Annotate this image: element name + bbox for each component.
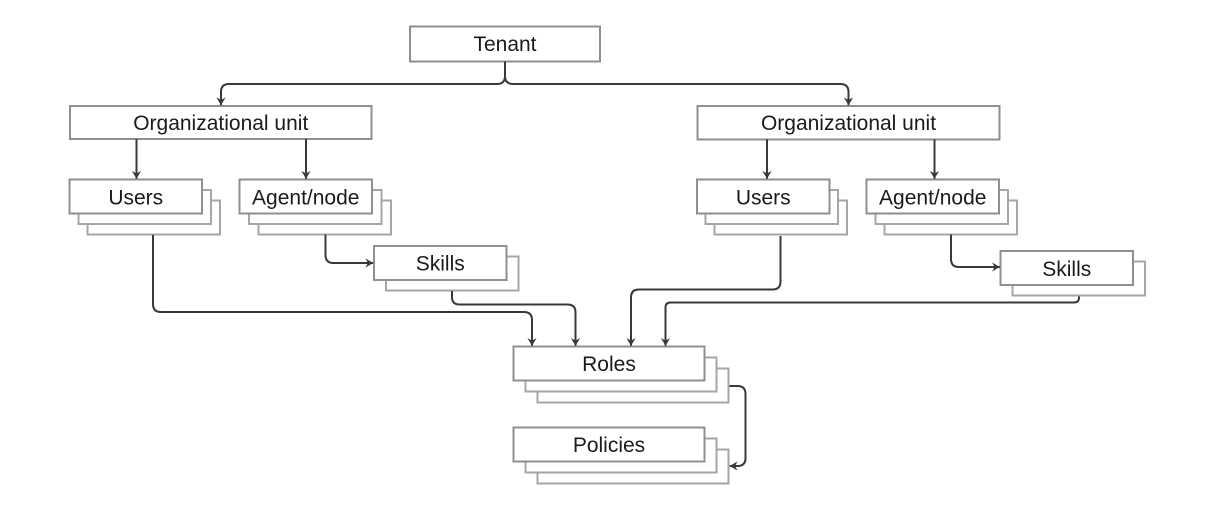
svg-text:Users: Users bbox=[108, 187, 163, 210]
svg-text:Policies: Policies bbox=[573, 434, 645, 457]
svg-text:Skills: Skills bbox=[1042, 258, 1091, 281]
svg-text:Agent/node: Agent/node bbox=[252, 187, 359, 210]
svg-text:Organizational unit: Organizational unit bbox=[761, 112, 936, 135]
svg-text:Users: Users bbox=[736, 187, 791, 210]
svg-text:Organizational unit: Organizational unit bbox=[133, 112, 308, 135]
svg-text:Roles: Roles bbox=[582, 353, 636, 376]
svg-text:Skills: Skills bbox=[416, 253, 465, 276]
svg-text:Agent/node: Agent/node bbox=[879, 187, 986, 210]
svg-text:Tenant: Tenant bbox=[473, 33, 536, 56]
